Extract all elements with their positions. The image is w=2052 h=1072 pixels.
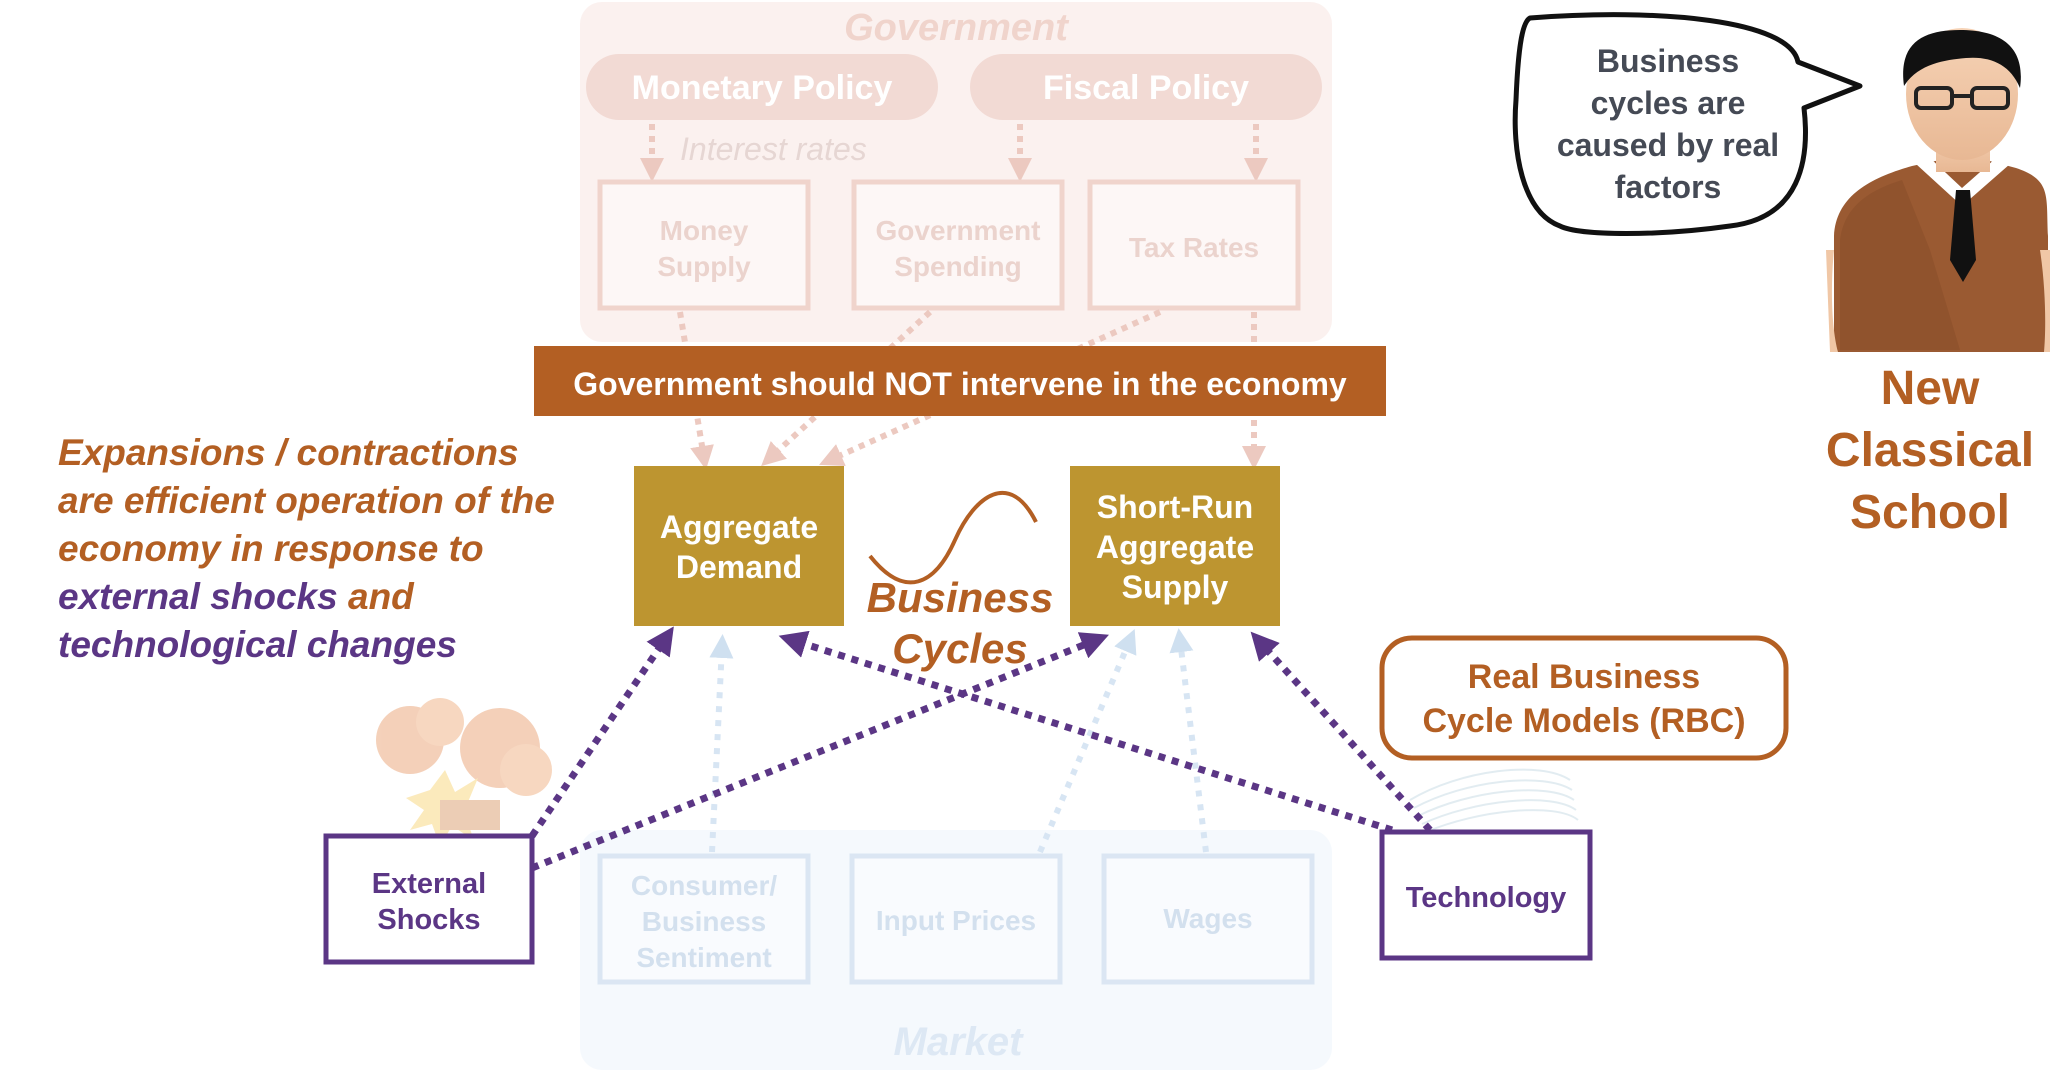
monetary-policy-label: Monetary Policy bbox=[632, 69, 893, 107]
no-intervention-banner: Government should NOT intervene in the e… bbox=[534, 346, 1386, 416]
explanation-segment: Expansions / contractions bbox=[58, 432, 519, 473]
aggregate-demand-line2: Demand bbox=[676, 549, 802, 585]
market-panel: Market Consumer/ Business Sentiment Inpu… bbox=[580, 628, 1332, 1070]
aggregate-demand-box: Aggregate Demand bbox=[634, 466, 844, 626]
bubble-line3: caused by real bbox=[1557, 127, 1779, 163]
consumer-sentiment-line2: Business bbox=[642, 906, 767, 937]
business-cycle-wave-icon bbox=[868, 490, 1038, 585]
explanation-segment: economy in response to bbox=[58, 528, 484, 569]
explanation-segment: external shocks bbox=[58, 576, 338, 617]
banner-text: Government should NOT intervene in the e… bbox=[573, 366, 1347, 402]
wages-box bbox=[1101, 853, 1315, 985]
money-supply-line2: Supply bbox=[657, 251, 751, 282]
school-line1: New bbox=[1881, 362, 1980, 415]
input-prices-box bbox=[849, 853, 1063, 985]
government-spending-box bbox=[851, 179, 1065, 311]
external-shocks-line1: External bbox=[372, 868, 486, 900]
tax-rates-box bbox=[1087, 179, 1301, 311]
speech-bubble: Business cycles are caused by real facto… bbox=[1512, 12, 1863, 236]
business-cycles-line1: Business bbox=[867, 574, 1054, 621]
rbc-line2: Cycle Models (RBC) bbox=[1422, 702, 1745, 740]
school-line2: Classical bbox=[1826, 424, 2034, 477]
bubble-line2: cycles are bbox=[1591, 85, 1746, 121]
explanation-segment: and bbox=[338, 576, 415, 617]
fiscal-policy-label: Fiscal Policy bbox=[1043, 69, 1249, 107]
circuit-icon bbox=[1409, 768, 1579, 833]
aggregate-demand-line1: Aggregate bbox=[660, 509, 818, 545]
explanation-text: Expansions / contractions are efficient … bbox=[58, 432, 565, 665]
government-title: Government bbox=[844, 7, 1069, 49]
real-factor-arrows bbox=[529, 626, 1433, 872]
interest-rates-label: Interest rates bbox=[680, 131, 867, 167]
bubble-line1: Business bbox=[1597, 43, 1739, 79]
government-panel: Government Monetary Policy Fiscal Policy… bbox=[580, 2, 1332, 470]
rbc-models-box: Real Business Cycle Models (RBC) bbox=[1379, 635, 1789, 761]
technology-box: Technology bbox=[1379, 829, 1593, 961]
consumer-sentiment-box bbox=[597, 853, 811, 985]
government-spending-line1: Government bbox=[876, 215, 1041, 246]
money-supply-box bbox=[597, 179, 811, 311]
consumer-sentiment-line3: Sentiment bbox=[636, 942, 771, 973]
wages-label: Wages bbox=[1163, 903, 1252, 934]
economist-avatar bbox=[1826, 28, 2050, 352]
sras-line3: Supply bbox=[1122, 569, 1229, 605]
market-title: Market bbox=[894, 1020, 1025, 1064]
short-run-aggregate-supply-box: Short-Run Aggregate Supply bbox=[1070, 466, 1280, 626]
external-shocks-line2: Shocks bbox=[377, 904, 480, 936]
business-cycles-line2: Cycles bbox=[892, 625, 1027, 672]
money-supply-line1: Money bbox=[660, 215, 749, 246]
bubble-line4: factors bbox=[1615, 169, 1722, 205]
explanation-segment: are efficient operation of the bbox=[58, 480, 555, 521]
rbc-line1: Real Business bbox=[1468, 658, 1700, 696]
external-shocks-box: External Shocks bbox=[323, 833, 535, 965]
tax-rates-label: Tax Rates bbox=[1129, 232, 1259, 263]
school-label: New Classical School bbox=[1826, 362, 2034, 539]
input-prices-label: Input Prices bbox=[876, 905, 1036, 936]
school-line3: School bbox=[1850, 486, 2010, 539]
sras-line2: Aggregate bbox=[1096, 529, 1254, 565]
government-spending-line2: Spending bbox=[894, 251, 1022, 282]
sras-line1: Short-Run bbox=[1097, 489, 1253, 525]
explanation-segment: technological changes bbox=[58, 624, 457, 665]
explosion-icon bbox=[376, 698, 552, 846]
consumer-sentiment-line1: Consumer/ bbox=[631, 870, 777, 901]
technology-label: Technology bbox=[1406, 882, 1567, 914]
